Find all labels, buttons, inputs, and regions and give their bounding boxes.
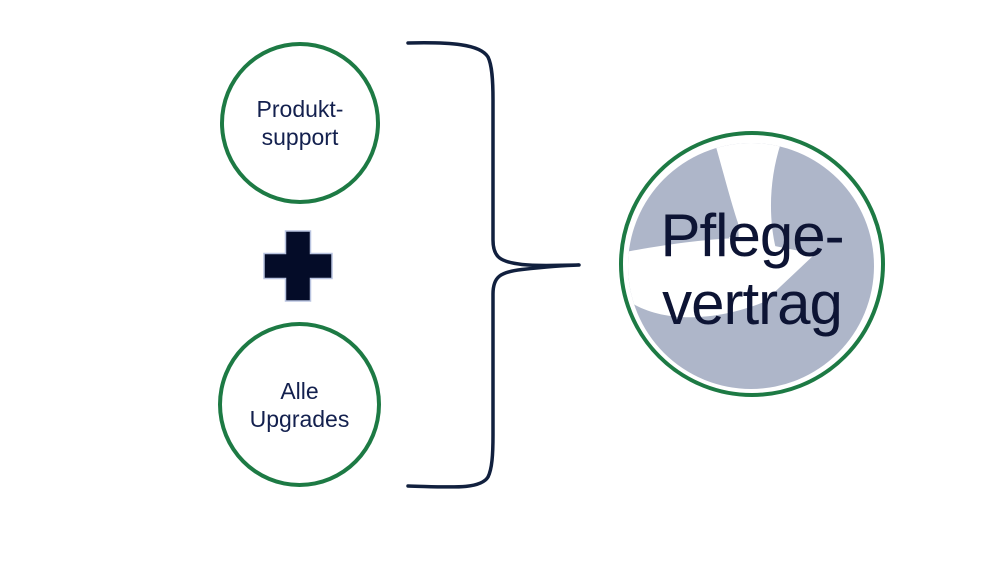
- result-circle-label: Pflege- vertrag: [642, 202, 862, 338]
- plus-icon: [263, 230, 333, 302]
- result-label-line1: Pflege-: [660, 202, 844, 269]
- circle-alle-upgrades: Alle Upgrades: [218, 322, 381, 487]
- circle-alle-upgrades-line2: Upgrades: [249, 405, 350, 432]
- circle-produkt-support-line1: Produkt-: [256, 96, 344, 122]
- circle-pflegevertrag: [612, 125, 892, 405]
- curly-brace: [400, 35, 595, 500]
- circle-alle-upgrades-line1: Alle: [280, 377, 319, 404]
- result-label-line2: vertrag: [662, 270, 843, 337]
- circle-produkt-support: Produkt- support: [220, 42, 380, 204]
- swoosh-arrow-graphic: [619, 131, 885, 397]
- circle-produkt-support-line2: support: [261, 124, 339, 150]
